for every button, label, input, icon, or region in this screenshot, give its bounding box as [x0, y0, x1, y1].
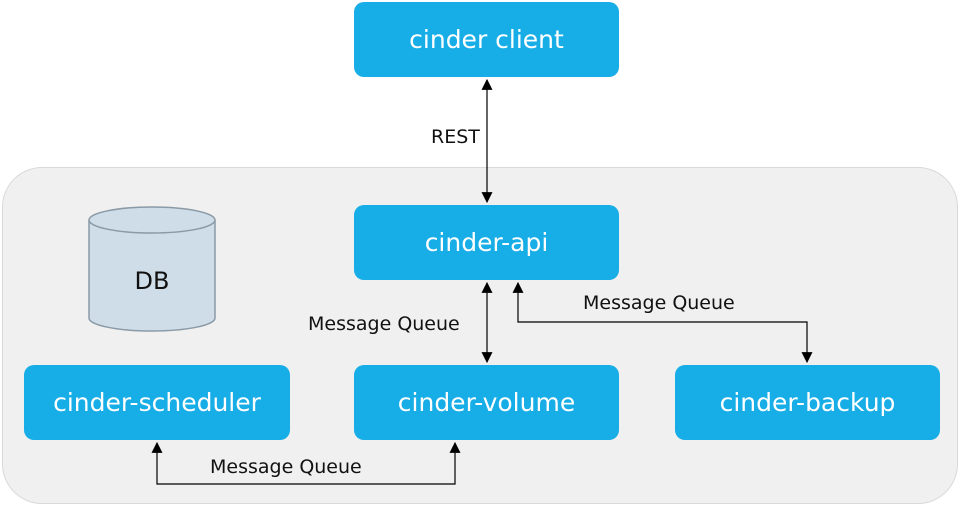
db-label: DB	[134, 267, 170, 295]
cinder-scheduler-node: cinder-scheduler	[24, 365, 290, 440]
cinder-volume-node: cinder-volume	[354, 365, 619, 440]
api-backup-mq-label: Message Queue	[583, 292, 735, 314]
cinder-backup-node: cinder-backup	[675, 365, 940, 440]
rest-label: REST	[431, 126, 480, 148]
db-cylinder	[88, 206, 216, 332]
api-backup-connector	[512, 281, 813, 364]
scheduler-volume-mq-label: Message Queue	[210, 456, 362, 478]
api-volume-mq-label: Message Queue	[308, 313, 460, 335]
cinder-api-node: cinder-api	[354, 205, 619, 280]
cinder-client-node: cinder client	[354, 2, 619, 77]
scheduler-volume-connector	[151, 441, 461, 485]
